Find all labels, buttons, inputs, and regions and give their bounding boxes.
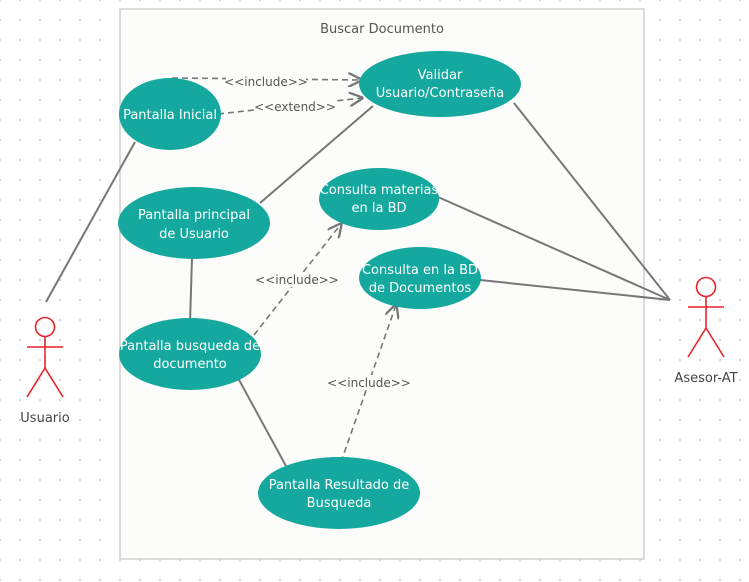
use-case-label: Busqueda (307, 496, 372, 511)
use-case-label: Consulta en la BD (362, 263, 478, 278)
actor-figure-icon (26, 316, 64, 398)
use-case-label: Pantalla Inicial (123, 108, 217, 123)
assoc-usuario-pantalla-inicial[interactable] (45, 141, 136, 303)
label-bg (226, 74, 306, 89)
use-case-consulta-materias[interactable]: Consulta materias en la BD (319, 168, 439, 230)
use-case-label: Pantalla Resultado de (269, 478, 410, 493)
assoc-documentos-asesor[interactable] (479, 279, 671, 301)
assoc-busqueda-resultado[interactable] (237, 377, 287, 467)
use-case-pantalla-resultado[interactable]: Pantalla Resultado de Busqueda (258, 457, 420, 529)
use-case-label: de Usuario (159, 227, 229, 242)
use-case-label: documento (153, 357, 227, 372)
use-case-label: en la BD (351, 201, 406, 216)
actor-asesor-at[interactable]: Asesor-AT (674, 276, 738, 387)
actor-usuario[interactable]: Usuario (20, 316, 70, 427)
assoc-validar-asesor[interactable] (513, 102, 671, 301)
use-case-label: Consulta materias (320, 183, 439, 198)
use-case-consulta-documentos[interactable]: Consulta en la BD de Documentos (359, 247, 481, 309)
use-case-validar-usuario[interactable]: Validar Usuario/Contraseña (359, 51, 521, 117)
label-bg (256, 272, 338, 287)
assoc-materias-asesor[interactable] (437, 196, 671, 301)
use-case-pantalla-principal[interactable]: Pantalla principal de Usuario (118, 187, 270, 259)
use-case-label: Usuario/Contraseña (376, 86, 504, 101)
include-label-resultado-documentos: <<include>> (327, 376, 411, 390)
actor-label-asesor: Asesor-AT (674, 371, 737, 386)
use-case-label: de Documentos (369, 281, 472, 296)
use-case-label: Validar (418, 68, 463, 83)
use-case-label: Pantalla busqueda de (120, 339, 260, 354)
assoc-principal-busqueda[interactable] (189, 257, 193, 324)
include-label-inicial-validar: <<include>> (224, 75, 308, 89)
assoc-principal-validar[interactable] (259, 105, 374, 204)
actor-figure-icon (687, 276, 725, 358)
include-label-busqueda-materias: <<include>> (255, 273, 339, 287)
extend-label-inicial-validar: <<extend>> (254, 100, 336, 114)
label-bg (328, 375, 410, 390)
use-case-label: Pantalla principal (138, 208, 250, 223)
system-title: Buscar Documento (320, 22, 444, 37)
use-case-pantalla-inicial[interactable]: Pantalla Inicial (119, 78, 221, 150)
actor-label-usuario: Usuario (20, 411, 69, 426)
label-bg (256, 99, 334, 114)
use-case-pantalla-busqueda[interactable]: Pantalla busqueda de documento (119, 318, 261, 390)
